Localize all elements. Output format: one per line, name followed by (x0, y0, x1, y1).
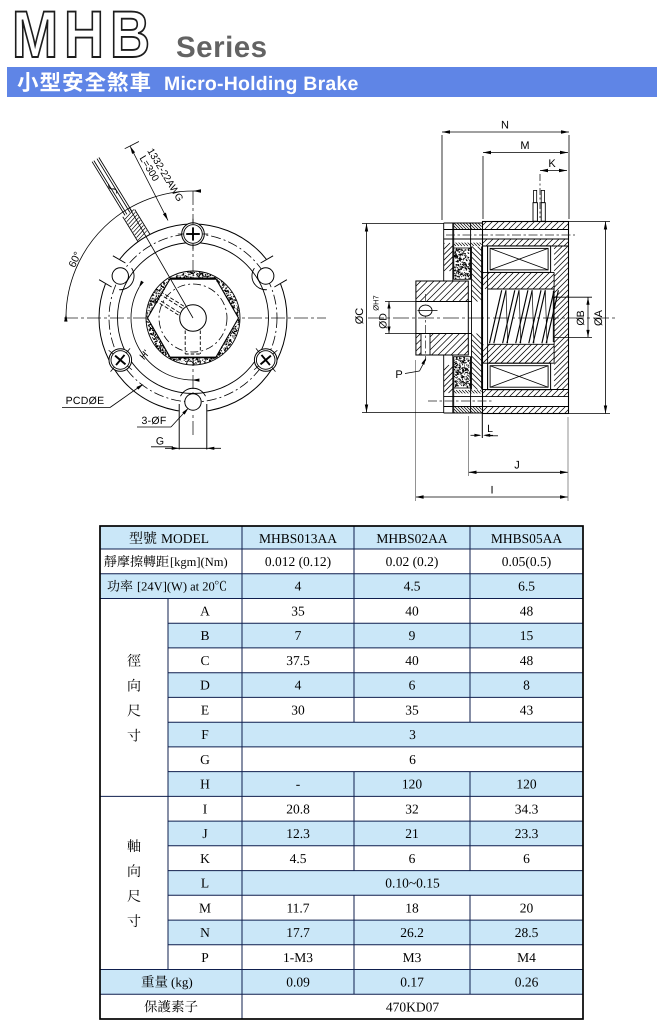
svg-text:Series: Series (176, 31, 268, 64)
svg-text:20: 20 (520, 900, 534, 915)
svg-text:4.5: 4.5 (290, 851, 307, 866)
svg-text:L: L (201, 876, 209, 891)
svg-text:MHBS02AA: MHBS02AA (376, 531, 448, 546)
svg-text:D: D (200, 678, 210, 693)
svg-text:0.05(0.5): 0.05(0.5) (502, 554, 552, 569)
svg-text:35: 35 (291, 604, 305, 619)
svg-text:PCDØE: PCDØE (66, 395, 105, 407)
svg-text:-: - (296, 777, 301, 792)
svg-text:23.3: 23.3 (515, 826, 539, 841)
svg-text:1-M3: 1-M3 (283, 950, 313, 965)
svg-text:N: N (200, 925, 210, 940)
svg-text:E: E (201, 702, 209, 717)
svg-text:60°: 60° (66, 250, 84, 269)
svg-text:Micro-Holding Brake: Micro-Holding Brake (164, 73, 359, 95)
svg-text:ØC: ØC (354, 308, 366, 325)
svg-text:M: M (199, 900, 211, 915)
svg-text:18: 18 (405, 900, 419, 915)
svg-text:P: P (395, 369, 402, 381)
svg-text:M3: M3 (403, 950, 422, 965)
svg-text:26.2: 26.2 (400, 925, 424, 940)
svg-text:J: J (202, 826, 207, 841)
svg-text:F: F (201, 727, 209, 742)
svg-text:37.5: 37.5 (286, 653, 310, 668)
svg-text:ØD: ØD (378, 313, 390, 329)
svg-text:28.5: 28.5 (515, 925, 539, 940)
svg-text:12.3: 12.3 (286, 826, 310, 841)
svg-text:8: 8 (523, 678, 530, 693)
svg-text:I: I (490, 485, 493, 497)
svg-text:ØH7: ØH7 (372, 295, 381, 310)
svg-text:4: 4 (295, 579, 302, 594)
svg-text:11.7: 11.7 (286, 900, 309, 915)
svg-text:7: 7 (295, 628, 302, 643)
svg-text:0.02 (0.2): 0.02 (0.2) (386, 554, 439, 569)
svg-text:[kgm](Nm): [kgm](Nm) (170, 555, 228, 569)
svg-text:P: P (201, 950, 209, 965)
svg-text:30: 30 (291, 702, 305, 717)
svg-text:MHBS013AA: MHBS013AA (259, 531, 337, 546)
svg-text:K: K (200, 851, 210, 866)
svg-text:0.26: 0.26 (515, 975, 539, 990)
svg-text:6: 6 (409, 752, 416, 767)
svg-text:0.012 (0.12): 0.012 (0.12) (265, 554, 331, 569)
svg-text:48: 48 (520, 653, 534, 668)
svg-text:4: 4 (295, 678, 302, 693)
svg-text:48: 48 (520, 604, 534, 619)
svg-text:M: M (520, 140, 529, 152)
svg-text:K: K (548, 158, 556, 170)
svg-text:6: 6 (409, 851, 416, 866)
svg-text:32: 32 (405, 801, 419, 816)
svg-text:M4: M4 (517, 950, 536, 965)
svg-text:21: 21 (405, 826, 419, 841)
svg-text:17.7: 17.7 (286, 925, 310, 940)
svg-text:0.09: 0.09 (286, 975, 310, 990)
svg-text:C: C (200, 653, 209, 668)
svg-text:3-ØF: 3-ØF (141, 415, 166, 427)
svg-text:ØA: ØA (593, 309, 605, 326)
svg-text:35: 35 (405, 702, 419, 717)
svg-text:[24V](W) at 20: [24V](W) at 20 (137, 580, 215, 594)
svg-text:B: B (200, 628, 209, 643)
svg-text:120: 120 (402, 777, 423, 792)
svg-text:MODEL: MODEL (161, 531, 209, 546)
svg-text:4.5: 4.5 (404, 579, 421, 594)
svg-text:0.10~0.15: 0.10~0.15 (385, 876, 440, 891)
svg-text:(kg): (kg) (171, 975, 193, 990)
svg-text:A: A (200, 604, 210, 619)
svg-text:15: 15 (520, 628, 534, 643)
svg-text:6: 6 (409, 678, 416, 693)
svg-text:9: 9 (409, 628, 416, 643)
svg-text:MHB: MHB (12, 0, 156, 71)
svg-text:I: I (203, 801, 208, 816)
svg-text:6.5: 6.5 (518, 579, 535, 594)
svg-text:G: G (156, 436, 164, 448)
svg-text:6: 6 (523, 851, 530, 866)
svg-text:H: H (200, 777, 210, 792)
svg-text:0.17: 0.17 (400, 975, 424, 990)
svg-text:20.8: 20.8 (286, 801, 310, 816)
svg-text:40: 40 (405, 604, 419, 619)
svg-text:MHBS05AA: MHBS05AA (491, 531, 563, 546)
svg-text:J: J (514, 460, 520, 472)
svg-text:L: L (487, 423, 493, 435)
svg-text:470KD07: 470KD07 (386, 999, 439, 1014)
svg-text:43: 43 (520, 702, 534, 717)
svg-text:120: 120 (516, 777, 537, 792)
svg-text:G: G (200, 752, 210, 767)
svg-text:ØB: ØB (575, 310, 587, 325)
svg-text:3: 3 (409, 727, 416, 742)
svg-text:34.3: 34.3 (515, 801, 539, 816)
svg-text:N: N (501, 120, 509, 132)
svg-text:40: 40 (405, 653, 419, 668)
